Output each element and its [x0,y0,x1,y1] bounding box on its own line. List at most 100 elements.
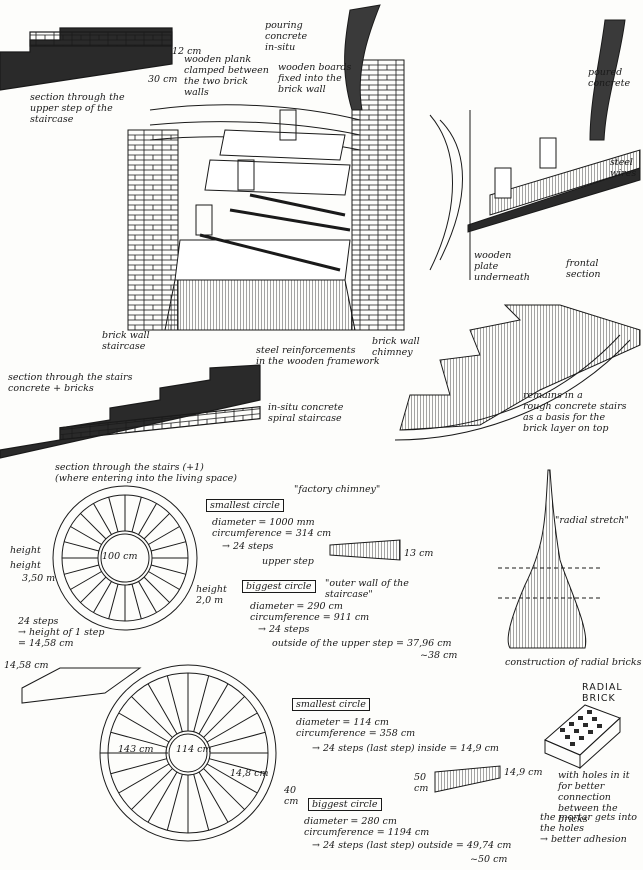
dim-143cm: 143 cm [118,744,154,755]
tread-line [108,497,119,533]
note-outside-upper: outside of the upper step = 37,96 cm [272,638,452,649]
dim-30cm: 30 cm [148,74,178,85]
label-height-a: height [10,545,41,556]
tread-line [118,712,170,743]
note-steel-reinforcement: steel reinforcements in the wooden frame… [256,345,380,367]
tread-line [70,571,102,590]
note-wooden-plank: wooden plank clamped between the two bri… [184,54,269,98]
note-with-holes: with holes in it for better connection b… [558,770,630,825]
label-smallest-circle-1: smallest circle [206,499,284,512]
tread-line [198,683,229,735]
big1-diameter: diameter = 290 cm [250,601,343,612]
tread-line [166,675,183,732]
label-biggest-circle-2: biggest circle [308,798,382,811]
note-brick-wall-chimney: brick wall chimney [372,336,420,358]
tread-line [80,576,107,603]
tread-line [198,771,229,823]
note-remains-rough: remains in a rough concrete stairs as a … [523,390,627,434]
brick-hole [579,736,584,740]
note-outer-wall: "outer wall of the staircase" [325,578,409,600]
note-insitu-spiral: in-situ concrete spiral staircase [268,402,344,424]
spiral-plan-upper [52,485,198,631]
big2-circumference: circumference = 1194 cm [304,827,430,838]
tread-line [203,768,245,810]
tread-line [110,731,167,748]
upper-step-val: 13 cm [404,548,434,559]
note-frontal-section: frontal section [566,258,601,280]
small2-steps: → 24 steps (last step) inside = 14,9 cm [312,743,499,754]
tread-line [93,581,112,613]
dim-149cm: 14,9 cm [504,767,543,778]
small2-circumference: circumference = 358 cm [296,728,416,739]
label-smallest-circle-2: smallest circle [292,698,370,711]
tread-line [64,564,100,575]
brick-hole [570,742,575,746]
note-wooden-boards: wooden boards fixed into the brick wall [278,62,352,95]
tread-line [80,513,107,540]
tread-line [206,712,258,743]
label-height-b: height [10,560,41,571]
brick-hole [588,730,593,734]
tread-line [143,576,170,603]
brick-hole [587,710,592,714]
note-upper-step-section: section through the upper step of the st… [30,92,125,125]
brick-hole [592,717,597,721]
note-upper-step: upper step [262,556,314,567]
note-height-2m: height 2,0 m [196,584,227,606]
tread-line [166,774,183,831]
radial-brick [544,704,621,770]
note-steps-height: 24 steps → height of 1 step = 14,58 cm [18,616,105,649]
tread-line [150,541,186,552]
brick-hole [565,735,570,739]
dim-148cm: 14,8 cm [230,768,269,779]
frontal-section [467,19,641,280]
big1-steps: → 24 steps [258,624,310,635]
small2-diameter: diameter = 114 cm [296,717,389,728]
note-poured-concrete: poured concrete [588,67,631,89]
tread-line [93,503,112,535]
note-pouring-concrete: pouring concrete in-situ [265,20,308,53]
tread-line [148,526,180,545]
tread-line [143,513,170,540]
radial-stretch-sketch [498,469,600,649]
spiral-plan-lower [99,664,277,842]
note-radial-stretch: "radial stretch" [555,515,629,526]
note-mortar-holes: the mortar gets into the holes → better … [540,812,637,845]
brick-hole [597,724,602,728]
tread-line [209,731,266,748]
small1-steps: → 24 steps [222,541,274,552]
note-radial-bricks-construction: construction of radial bricks [505,657,642,668]
note-factory-chimney: "factory chimney" [294,484,381,495]
note-section-stairs: section through the stairs concrete + br… [8,372,133,394]
brick-hole [560,728,565,732]
tapered-tread [434,765,501,793]
note-steel-wires: steel wires [610,157,637,179]
upper-step-section [0,27,173,91]
note-section-stairs-plus1: section through the stairs (+1) (where e… [55,462,238,484]
tread-line [131,768,173,810]
height-value: 3,50 m [22,573,56,584]
tread-line [209,758,266,775]
tread-line [138,581,157,613]
tread-line [193,774,210,831]
tread-line [206,763,258,794]
upper-step-wedge [329,539,401,561]
dim-114cm: 114 cm [176,744,212,755]
rough-concrete-stairs [394,304,641,441]
tread-line [110,758,167,775]
tread-line [131,497,142,533]
big2-diameter: diameter = 280 cm [304,816,397,827]
tread-line [150,564,186,575]
brick-hole [583,723,588,727]
step-slab [21,667,142,704]
tread-line [64,541,100,552]
note-wooden-plate: wooden plate underneath [474,250,530,283]
tread-line [70,526,102,545]
tread-line [131,696,173,738]
brick-hole [578,716,583,720]
brick-hole [569,722,574,726]
label-biggest-circle-1: biggest circle [242,580,316,593]
tread-line [108,583,119,619]
